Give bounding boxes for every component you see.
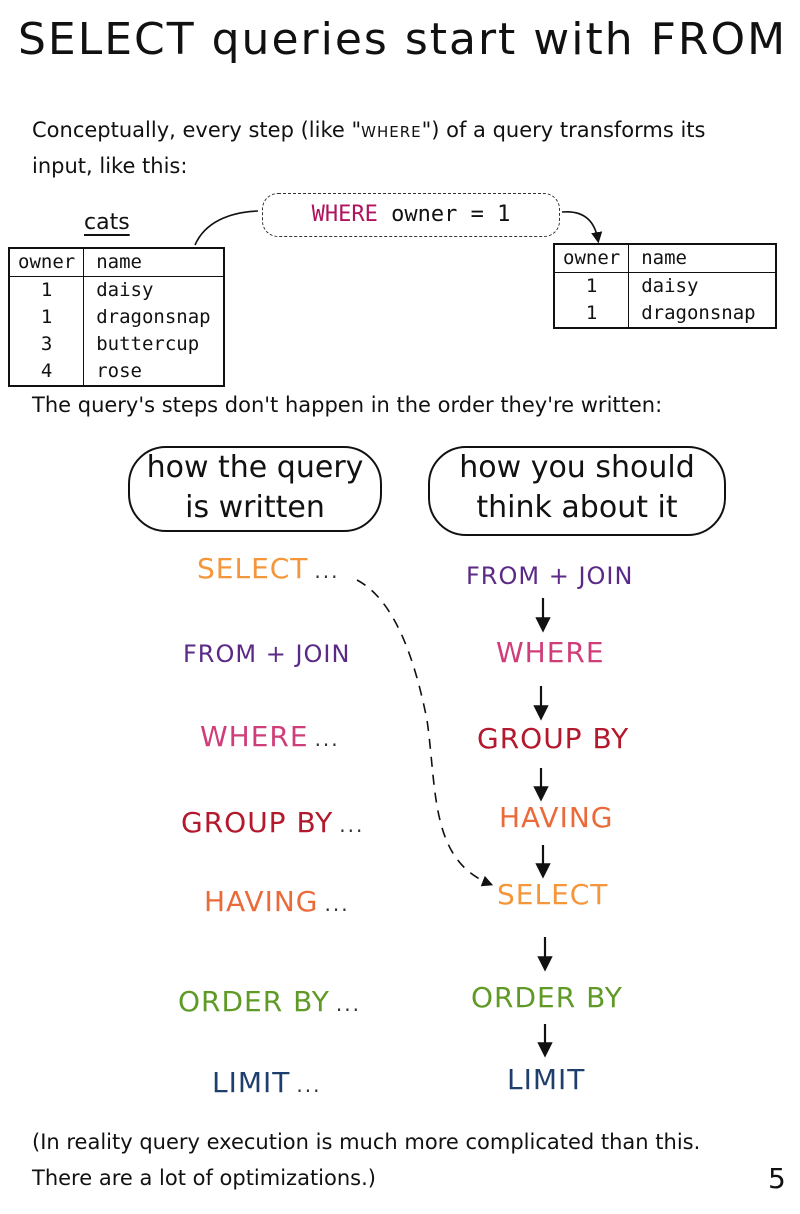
column-header-name: name	[628, 244, 777, 273]
input-table-label: cats	[84, 210, 130, 235]
output-table-wrap: owner name 1 daisy 1 dragonsnap	[553, 243, 778, 329]
cell-name: dragonsnap	[96, 306, 211, 328]
think-step-having: HAVING	[499, 801, 614, 834]
page-number: 5	[768, 1162, 786, 1195]
think-step-limit: LIMIT	[507, 1063, 586, 1096]
footer-note: (In reality query execution is much more…	[32, 1124, 772, 1196]
written-heading-line2: is written	[185, 490, 325, 525]
select-reorder-arrow	[356, 579, 494, 887]
intro-text-after: ") of a query transforms its input, like…	[32, 118, 706, 178]
table-row: 1 dragonsnap	[554, 300, 776, 328]
cell-name: buttercup	[96, 333, 200, 355]
cell-owner: 1	[554, 300, 630, 328]
table-row: 1 daisy	[9, 276, 224, 304]
table-header-row: owner name	[554, 244, 777, 273]
think-step-group-by: GROUP BY	[477, 722, 630, 755]
intro-text-before: Conceptually, every step (like "	[32, 118, 362, 142]
cell-name: daisy	[96, 279, 154, 301]
written-step-group-by: GROUP BY...	[181, 806, 365, 839]
column-header-name: name	[83, 248, 224, 277]
cell-owner: 1	[9, 304, 85, 331]
written-step-from-join: FROM + JOIN	[183, 640, 351, 668]
written-step-limit: LIMIT...	[212, 1066, 322, 1099]
written-step-having: HAVING...	[204, 885, 350, 918]
footer-line2: There are a lot of optimizations.)	[32, 1166, 376, 1190]
table-row: 3 buttercup	[9, 331, 224, 358]
column-header-owner: owner	[9, 248, 85, 277]
input-table-wrap: owner name 1 daisy 1 dragonsnap 3 butter…	[8, 247, 225, 387]
cell-owner: 3	[9, 331, 85, 358]
footer-line1: (In reality query execution is much more…	[32, 1130, 701, 1154]
cell-name: rose	[96, 360, 142, 382]
intro-keyword: WHERE	[361, 123, 422, 141]
table-row: 1 dragonsnap	[9, 304, 224, 331]
cell-name: daisy	[641, 275, 699, 297]
written-step-select: SELECT...	[197, 552, 340, 585]
cell-owner: 1	[554, 272, 630, 300]
table-row: 1 daisy	[554, 272, 776, 300]
written-heading-cloud: how the query is written	[128, 446, 382, 532]
think-heading-line1: how you should	[459, 450, 695, 485]
filter-keyword: WHERE	[311, 202, 378, 227]
cell-name: dragonsnap	[641, 302, 756, 324]
filter-condition: owner = 1	[391, 202, 511, 227]
table-header-row: owner name	[9, 248, 224, 277]
think-heading-line2: think about it	[476, 490, 678, 525]
column-header-owner: owner	[554, 244, 630, 273]
cell-owner: 1	[9, 276, 85, 304]
think-step-order-by: ORDER BY	[471, 981, 623, 1014]
think-step-from-join: FROM + JOIN	[466, 562, 634, 590]
intro-paragraph: Conceptually, every step (like "WHERE") …	[32, 113, 772, 183]
think-step-where: WHERE	[496, 636, 605, 669]
think-step-select: SELECT	[497, 878, 609, 911]
think-heading-cloud: how you should think about it	[428, 446, 726, 536]
table-row: 4 rose	[9, 358, 224, 386]
filter-to-output-arrow	[561, 211, 603, 244]
filter-box: WHERE owner = 1	[262, 193, 560, 237]
cell-owner: 4	[9, 358, 85, 386]
written-step-order-by: ORDER BY...	[178, 985, 361, 1018]
order-subheading: The query's steps don't happen in the or…	[32, 393, 663, 417]
written-step-where: WHERE...	[200, 720, 340, 753]
written-heading-line1: how the query	[146, 450, 364, 485]
page-title: SELECT queries start with FROM	[18, 14, 788, 65]
input-to-filter-line	[194, 210, 259, 246]
output-table: owner name 1 daisy 1 dragonsnap	[553, 243, 778, 329]
input-table: owner name 1 daisy 1 dragonsnap 3 butter…	[8, 247, 225, 387]
